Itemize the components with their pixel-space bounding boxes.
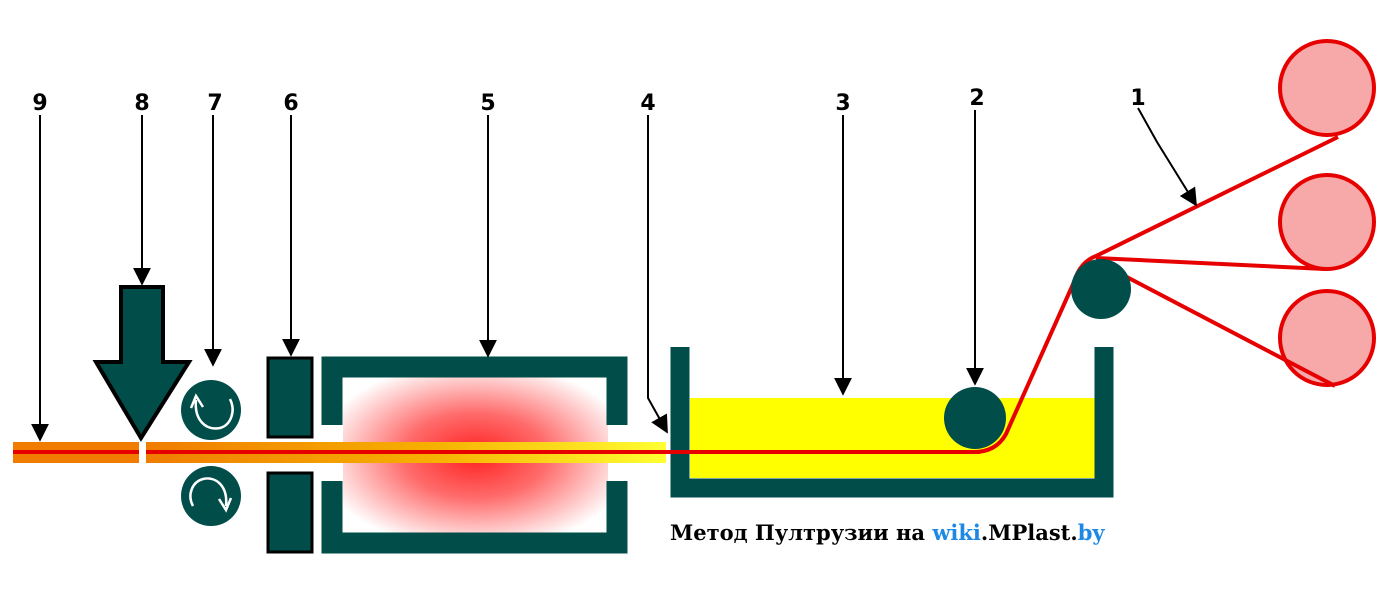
puller-roller-top xyxy=(181,380,241,440)
bath-wall xyxy=(670,347,1114,498)
cutter-arrow-icon xyxy=(92,285,193,442)
caption-link-domain[interactable]: .MPlast. xyxy=(980,520,1078,545)
label-2: 2 xyxy=(969,86,984,111)
rotation-arrow-icon xyxy=(189,477,228,507)
caption-link-wiki[interactable]: wiki xyxy=(932,520,981,545)
label-5: 5 xyxy=(480,91,495,116)
fiber-strands xyxy=(420,135,1339,454)
caption-text: Метод Пултрузии на xyxy=(670,520,933,545)
label-8: 8 xyxy=(134,91,149,116)
guide-roller-upper xyxy=(1071,259,1131,319)
rotation-arrow-icon xyxy=(194,398,234,430)
label-6: 6 xyxy=(283,91,298,116)
bobbin-bottom xyxy=(1278,289,1376,387)
caption-link-tld[interactable]: by xyxy=(1077,520,1105,545)
resin-bath xyxy=(670,347,1114,498)
guide-roller-bath xyxy=(944,387,1006,449)
resin-liquid xyxy=(690,398,1095,478)
label-1: 1 xyxy=(1130,86,1145,111)
label-9: 9 xyxy=(32,91,47,116)
label-3: 3 xyxy=(835,91,850,116)
bobbin-top xyxy=(1278,39,1376,137)
caption: Метод Пултрузии на wiki.MPlast.by xyxy=(670,520,1105,545)
label-7: 7 xyxy=(207,91,222,116)
creel-bobbins xyxy=(1278,39,1376,387)
die-housing xyxy=(321,356,628,554)
leader-arrows xyxy=(31,107,1197,442)
puller-roller-bottom xyxy=(181,466,241,526)
guide-block-top xyxy=(266,356,314,439)
guide-block-bottom xyxy=(266,471,314,554)
label-4: 4 xyxy=(640,91,655,116)
bobbin-middle xyxy=(1278,173,1376,271)
